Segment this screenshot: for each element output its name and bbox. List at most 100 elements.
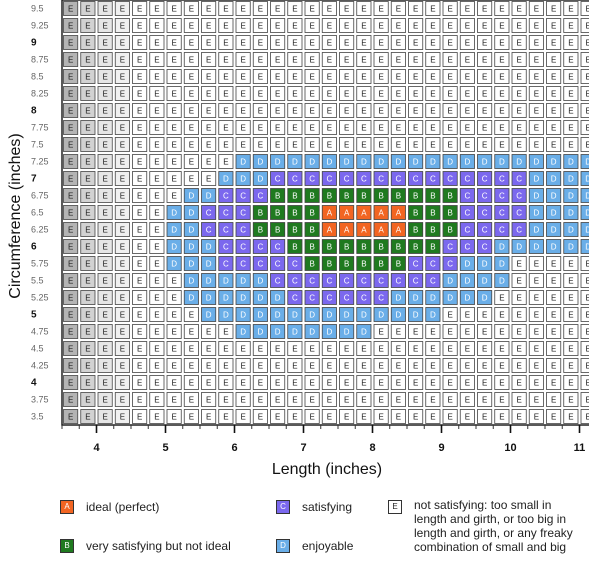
heatmap-cell-label: E	[68, 311, 73, 320]
heatmap-cell	[304, 188, 320, 203]
heatmap-cell	[356, 103, 372, 118]
y-tick-label: 7.5	[31, 140, 44, 150]
heatmap-cell-label: E	[585, 90, 589, 99]
heatmap-cell	[546, 103, 562, 118]
heatmap-cell-label: D	[551, 243, 557, 252]
heatmap-cell-label: D	[551, 158, 557, 167]
y-tick-label: 4	[31, 378, 37, 389]
heatmap-cell-label: D	[171, 226, 177, 235]
heatmap-cell-label: E	[292, 56, 297, 65]
heatmap-cell	[356, 35, 372, 50]
heatmap-cell	[201, 103, 217, 118]
heatmap-cell	[339, 205, 355, 220]
heatmap-cell-label: E	[102, 396, 107, 405]
heatmap-cell-label: E	[465, 124, 470, 133]
heatmap-cell-label: E	[344, 413, 349, 422]
heatmap-cell-label: E	[120, 311, 125, 320]
heatmap-cell	[425, 307, 441, 322]
heatmap-cell	[287, 188, 303, 203]
heatmap-cell-label: E	[568, 5, 573, 14]
heatmap-cell-label: B	[309, 260, 314, 269]
heatmap-cell	[546, 409, 562, 424]
heatmap-cell	[287, 1, 303, 16]
heatmap-cell	[442, 86, 458, 101]
heatmap-cell	[183, 392, 199, 407]
heatmap-cell-label: D	[206, 192, 212, 201]
y-tick-label: 3.75	[31, 395, 49, 405]
heatmap-cell	[132, 392, 148, 407]
heatmap-cell-label: E	[206, 413, 211, 422]
heatmap-cell-label: D	[206, 243, 212, 252]
heatmap-cell-label: E	[344, 362, 349, 371]
heatmap-cell	[442, 35, 458, 50]
heatmap-cell	[442, 239, 458, 254]
heatmap-cell-label: E	[85, 294, 90, 303]
legend-label-b: very satisfying but not ideal	[86, 539, 231, 553]
heatmap-cell	[201, 256, 217, 271]
heatmap-cell	[459, 1, 475, 16]
heatmap-cell-label: C	[257, 192, 263, 201]
heatmap-cell	[563, 273, 579, 288]
heatmap-cell	[356, 120, 372, 135]
heatmap-cell	[321, 120, 337, 135]
heatmap-cell	[97, 307, 113, 322]
heatmap-cell	[252, 358, 268, 373]
heatmap-cell	[477, 188, 493, 203]
heatmap-cell	[80, 341, 96, 356]
heatmap-cell	[442, 154, 458, 169]
heatmap-cell	[339, 290, 355, 305]
heatmap-cell	[408, 324, 424, 339]
heatmap-cell-label: E	[482, 413, 487, 422]
heatmap-cell-label: E	[568, 141, 573, 150]
heatmap-cell-label: E	[361, 124, 366, 133]
heatmap-cell-label: E	[292, 396, 297, 405]
heatmap-cell	[321, 307, 337, 322]
heatmap-cell-label: E	[361, 413, 366, 422]
heatmap-cell	[97, 188, 113, 203]
heatmap-cell	[183, 188, 199, 203]
heatmap-cell	[252, 375, 268, 390]
heatmap-cell	[528, 154, 544, 169]
heatmap-cell	[528, 273, 544, 288]
heatmap-cell-label: B	[292, 192, 297, 201]
heatmap-cell-label: E	[585, 328, 589, 337]
y-tick-labels: 9.59.2598.758.58.2587.757.57.2576.756.56…	[31, 4, 49, 422]
heatmap-cell-label: E	[258, 39, 263, 48]
heatmap-cell-label: E	[137, 90, 142, 99]
heatmap-cell	[149, 239, 165, 254]
heatmap-cell-label: E	[154, 226, 159, 235]
heatmap-cell	[459, 409, 475, 424]
heatmap-cell	[287, 222, 303, 237]
heatmap-cell-label: E	[534, 124, 539, 133]
heatmap-cell-label: E	[378, 22, 383, 31]
heatmap-cell	[132, 239, 148, 254]
heatmap-cell-label: E	[171, 192, 176, 201]
heatmap-cell	[252, 137, 268, 152]
heatmap-cell	[408, 1, 424, 16]
heatmap-cell-label: E	[499, 294, 504, 303]
heatmap-cell-label: D	[464, 158, 470, 167]
heatmap-cell	[459, 205, 475, 220]
heatmap-cell	[304, 307, 320, 322]
heatmap-cell-label: E	[499, 413, 504, 422]
heatmap-cell	[442, 256, 458, 271]
heatmap-cell	[270, 392, 286, 407]
heatmap-cell-label: E	[102, 379, 107, 388]
heatmap-cell	[390, 205, 406, 220]
heatmap-cell	[114, 409, 130, 424]
heatmap-cell-label: D	[499, 158, 505, 167]
heatmap-cell	[270, 69, 286, 84]
heatmap-cell-label: E	[189, 345, 194, 354]
heatmap-cell	[304, 205, 320, 220]
heatmap-cell	[80, 375, 96, 390]
heatmap-cell	[270, 239, 286, 254]
heatmap-cell-label: E	[551, 22, 556, 31]
heatmap-cell	[580, 154, 589, 169]
heatmap-cell	[80, 290, 96, 305]
heatmap-cell	[132, 307, 148, 322]
heatmap-cell	[304, 137, 320, 152]
heatmap-cell	[494, 358, 510, 373]
heatmap-cell-label: E	[482, 345, 487, 354]
heatmap-cell-label: C	[378, 277, 384, 286]
heatmap-cell	[339, 86, 355, 101]
